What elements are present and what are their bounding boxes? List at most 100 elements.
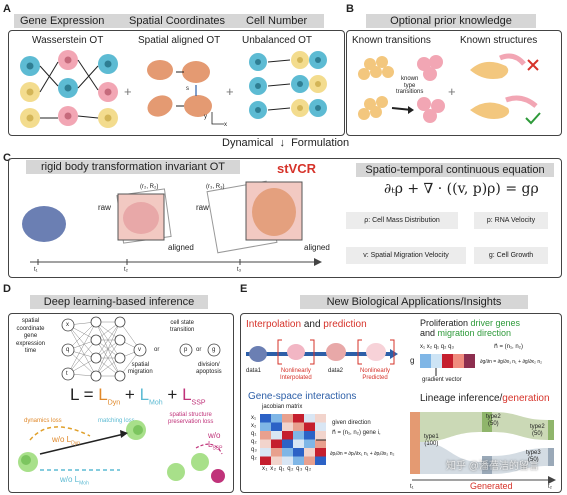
def-rna-velocity: p: RNA Velocity [474,212,548,229]
loss-plus-2: + [167,385,178,404]
jacobian-cell [282,456,293,465]
banner-cell-number: Cell Number [246,15,308,27]
title-spatial-aligned-ot: Spatial aligned OT [138,35,221,46]
node-v: v [138,347,141,353]
time-t3-label: t₃ [237,267,242,273]
jacobian-cell [282,448,293,457]
def-cell-mass: ρ: Cell Mass Distribution [346,212,458,229]
jacobian-cell [293,456,304,465]
jacobian-cell [304,448,315,457]
embryo-t1 [22,206,66,242]
jacobian-cell [282,439,293,448]
jacobian-cell [282,431,293,440]
svg-text:+: + [124,84,132,99]
jacobian-cell [293,448,304,457]
panel-d-banner: Deep learning-based inference [30,295,208,309]
spatial-migration-label: spatial migration [128,362,153,376]
title-known-transitions: Known transitions [352,35,431,46]
or-label-1: or [154,347,160,353]
transition-cluster-pink [417,55,445,123]
panel-a-banner: Gene Expression Spatial Coordinates Cell… [14,14,324,28]
jacobian-cell [260,431,271,440]
data2-label: data2 [328,368,344,374]
jacobian-cell [260,422,271,431]
type3-label: type3 (50) [526,450,541,463]
loss-ssp: LSSP [182,385,206,407]
wasserstein-cells [20,50,118,128]
jacobian-cell [260,439,271,448]
g-label: g [410,356,415,365]
jacobian-cell [271,439,282,448]
node-q: q [66,347,70,353]
jacobian-cell [271,431,282,440]
data1-label: data1 [246,368,262,374]
transition-cluster-bottom [358,96,388,120]
jacobian-cell [271,422,282,431]
panel-letter-e: E [240,283,248,295]
jacobian-cell [315,448,326,457]
raw-label-1: raw [98,203,111,212]
jacobian-cell [293,439,304,448]
panel-c-banner-right: Spatio-temporal continuous equation [356,163,554,177]
node-t: t [66,371,68,377]
param-r2-label: (r₂, R₂) [140,184,159,190]
method-name-stvcr: stVCR [277,161,317,176]
watermark: 知乎 @潘蓓洁的留言 [446,461,539,472]
jacobian-cell [260,448,271,457]
loss-total: L = LDyn + LMoh + LSSP [70,386,206,406]
jacobian-cell [271,414,282,423]
title-unbalanced-ot: Unbalanced OT [242,35,313,46]
def-spatial-migration: v: Spatial Migration Velocity [346,247,466,264]
n-direction-eq: n⃗ = (n₁, n₂) [494,344,523,350]
jacobian-cell [293,431,304,440]
loss-dyn: LDyn [98,385,121,407]
wo-lmoh-label: w/o LMoh [60,475,89,487]
or-label-2: or [196,347,202,353]
svg-text:+: + [226,84,234,99]
division-apoptosis-label: division/ apoptosis [196,362,222,376]
jacobian-cell [293,414,304,423]
n-vector-gene-label: n⃗ = (n₁, n₂) gene i, [332,430,381,436]
dynamical-formulation-caption: Dynamical ↓ Formulation [222,137,350,149]
panel-e-banner: New Biological Applications/Insights [300,295,528,309]
spatial-aligned-embryos [147,60,224,125]
jacobian-cell [304,422,315,431]
generated-label: Generated [470,481,513,491]
node-x: x [66,322,69,328]
jacobian-cell [315,414,326,423]
panel-letter-a: A [3,3,11,15]
banner-spatial-coordinates: Spatial Coordinates [129,15,226,27]
jacobian-cell [304,456,315,465]
known-structures-art [470,53,541,125]
proliferation-title: Proliferation driver genes and migration… [420,318,521,339]
raw-label-2: raw [196,203,209,212]
aligned-label-2: aligned [304,243,330,252]
continuity-equation: ∂ₜρ + ∇ · ((v, p)ρ) = gρ [384,181,539,197]
lineage-t-end: t₂ [548,484,552,490]
type2-mid-label: type2 (50) [486,414,501,427]
jacobian-eq: ∂pᵢ/∂n = ∂pᵢ/∂x₁ n₁ + ∂pᵢ/∂x₂ n₂ [330,451,395,457]
type2-end-label: type2 (50) [530,424,545,437]
jacobian-cell [271,456,282,465]
type1-label: type1 (100) [424,434,439,447]
axis-x-label: x [224,122,227,128]
jacobian-col-labels: x₁ x₂ q₁ q₂ q₃ q₂ [262,466,312,472]
jacobian-cell [315,456,326,465]
loss-moh: LMoh [139,385,163,407]
wo-ldyn-label: w/o LDyn [52,435,81,447]
loss-L: L [70,385,79,404]
given-direction-label: given direction [332,420,371,426]
def-cell-growth: g: Cell Growth [474,247,548,264]
panel-letter-d: D [3,283,11,295]
gradient-col-labels: x₁ x₂ q₁ q₂ q₃ [420,344,454,350]
jacobian-cell [304,414,315,423]
